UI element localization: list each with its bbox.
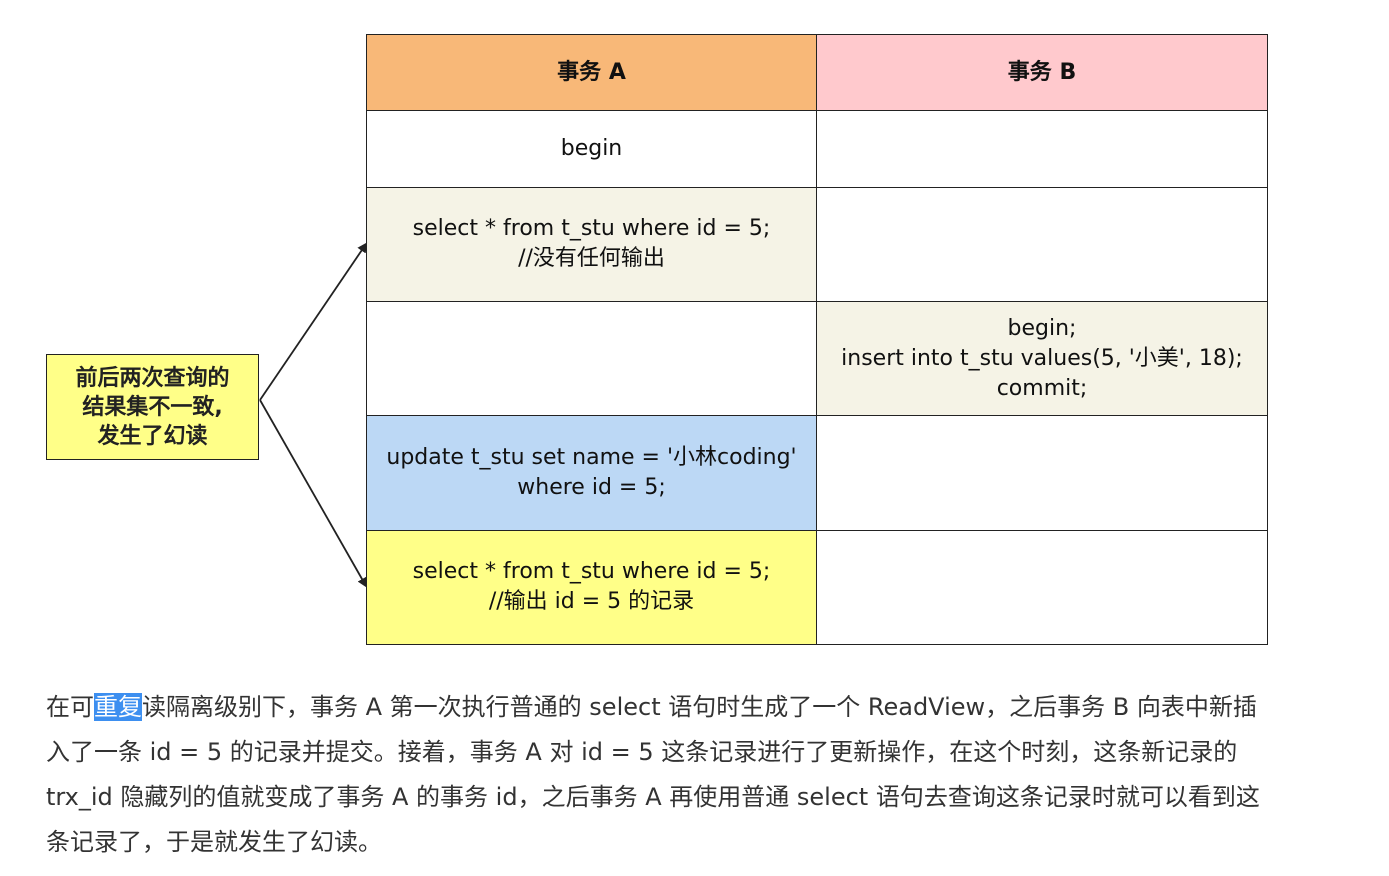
phantom-read-note: 前后两次查询的 结果集不一致, 发生了幻读 [46, 354, 259, 460]
paragraph-text-start: 在可 [46, 693, 94, 721]
cell-a-empty [366, 300, 817, 417]
transaction-table: 事务 A 事务 B begin select * from t_stu wher… [366, 33, 1268, 646]
cell-a-second-select: select * from t_stu where id = 5; //输出 i… [366, 529, 817, 646]
table-header-row: 事务 A 事务 B [366, 33, 1268, 112]
arrow-to-first-select [259, 242, 368, 401]
table-row: select * from t_stu where id = 5; //没有任何… [366, 186, 1268, 302]
cell-b-empty [816, 415, 1268, 531]
table-row: begin [366, 110, 1268, 188]
cell-a-first-select: select * from t_stu where id = 5; //没有任何… [366, 186, 817, 302]
selected-text-highlight[interactable]: 重复 [94, 693, 142, 721]
cell-b-empty [816, 110, 1268, 188]
explanation-paragraph: 在可重复读隔离级别下，事务 A 第一次执行普通的 select 语句时生成了一个… [46, 685, 1276, 865]
table-row: select * from t_stu where id = 5; //输出 i… [366, 529, 1268, 646]
arrow-to-second-select [259, 399, 367, 588]
paragraph-text-rest: 读隔离级别下，事务 A 第一次执行普通的 select 语句时生成了一个 Rea… [46, 693, 1260, 856]
cell-a-update: update t_stu set name = '小林coding' where… [366, 415, 817, 531]
header-transaction-b: 事务 B [816, 33, 1268, 112]
cell-a-begin: begin [366, 110, 817, 188]
table-row: update t_stu set name = '小林coding' where… [366, 415, 1268, 531]
header-transaction-a: 事务 A [366, 33, 817, 112]
table-row: begin; insert into t_stu values(5, '小美',… [366, 300, 1268, 417]
cell-b-insert: begin; insert into t_stu values(5, '小美',… [816, 300, 1268, 417]
transaction-diagram: 事务 A 事务 B begin select * from t_stu wher… [46, 33, 1268, 646]
cell-b-empty [816, 186, 1268, 302]
cell-b-empty [816, 529, 1268, 646]
